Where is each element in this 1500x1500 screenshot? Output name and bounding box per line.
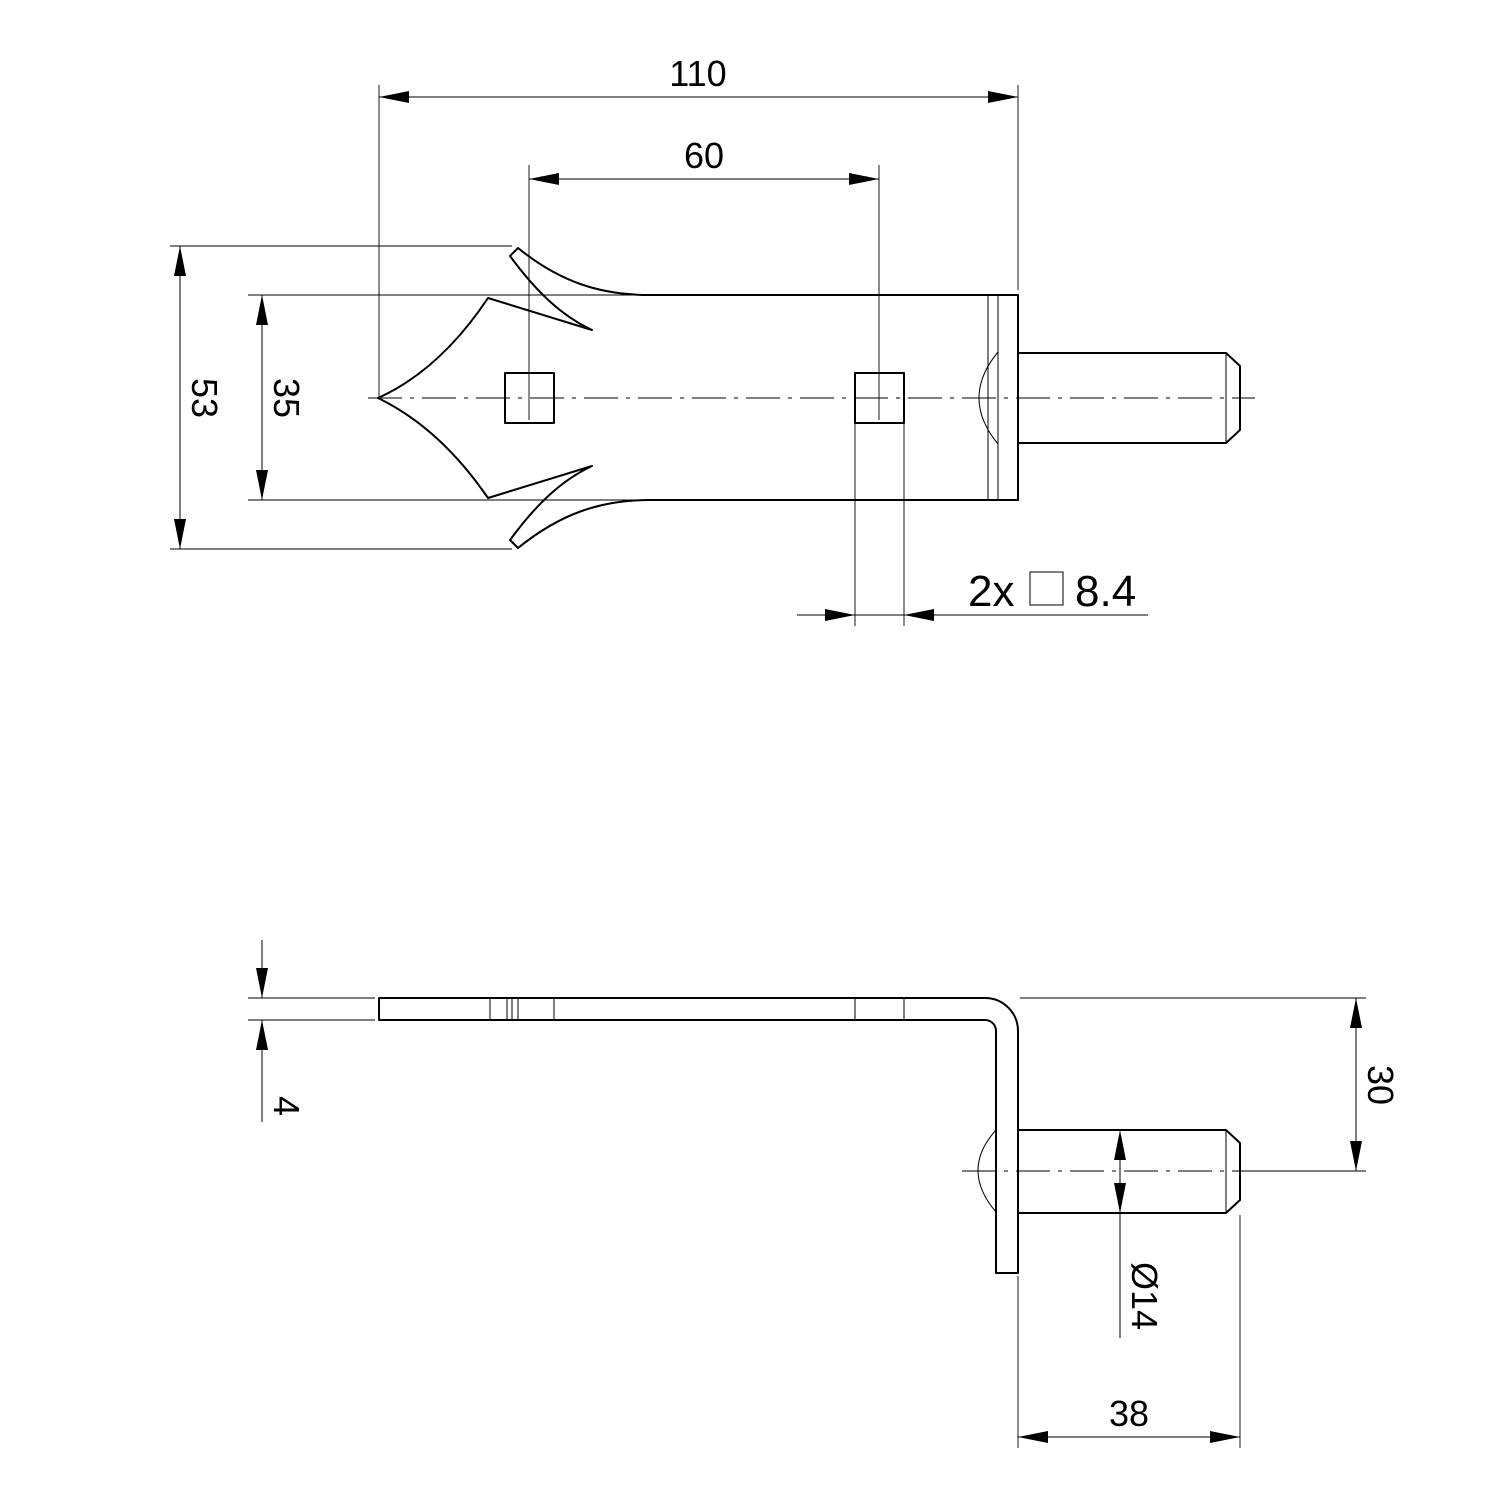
dim-4-label: 4: [266, 1096, 307, 1116]
dim-110-arrow-right: [988, 91, 1018, 103]
bracket-outline: [378, 997, 1019, 1274]
dim-60-arrow-right: [849, 173, 879, 185]
dim-35-arrow-bottom: [256, 470, 268, 500]
side-rivet-head: [977, 1129, 997, 1213]
dim-38-arrow-right: [1210, 1431, 1240, 1443]
dim-dia-arrow-top: [1114, 1130, 1126, 1160]
dim-60-arrow-left: [529, 173, 559, 185]
side-view: 4 30 Ø14 38: [248, 940, 1401, 1448]
dim-30-arrow-bottom: [1350, 1141, 1362, 1171]
dim-hole-arrow-left: [825, 609, 855, 621]
dim-38-arrow-left: [1018, 1431, 1048, 1443]
dim-4-arrow-bottom: [256, 1020, 268, 1050]
dim-53-arrow-top: [174, 246, 186, 276]
dim-38-label: 38: [1109, 1393, 1149, 1434]
dim-53-arrow-bottom: [174, 519, 186, 549]
square-hole-2: [854, 372, 905, 424]
dim-hole-size: 8.4: [1075, 567, 1136, 616]
dim-4-arrow-top: [256, 968, 268, 998]
square-symbol-icon: [1029, 571, 1064, 606]
dim-53-label: 53: [184, 378, 225, 418]
dim-60-label: 60: [684, 135, 724, 176]
dim-110-arrow-left: [379, 91, 409, 103]
rivet-head: [978, 351, 999, 445]
square-hole-1: [504, 372, 555, 424]
pin-outline: [1018, 352, 1241, 444]
dim-hole-count: 2x: [968, 567, 1014, 616]
dim-30-arrow-top: [1350, 998, 1362, 1028]
side-pin-outline: [1018, 1129, 1241, 1214]
dim-35-label: 35: [266, 378, 307, 418]
dim-dia-arrow-bottom: [1114, 1183, 1126, 1213]
dim-dia-label: Ø14: [1124, 1262, 1165, 1330]
top-view: 110 60 53 35 2x 8.4: [170, 53, 1255, 626]
dim-hole-arrow-right: [904, 609, 934, 621]
spike-outline: [377, 247, 1019, 549]
dim-110-label: 110: [669, 53, 726, 94]
dim-35-arrow-top: [256, 295, 268, 325]
dim-30-label: 30: [1360, 1065, 1401, 1105]
